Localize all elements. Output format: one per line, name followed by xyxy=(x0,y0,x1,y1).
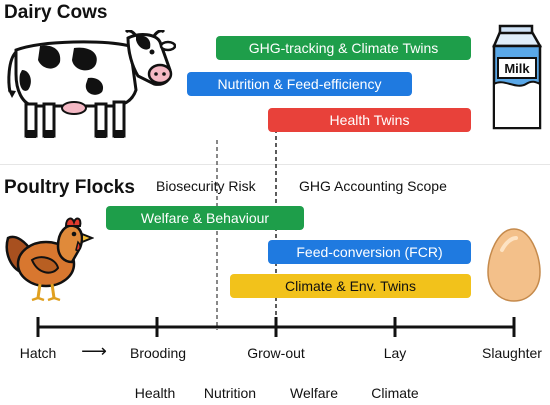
bar-feed-conversion: Feed-conversion (FCR) xyxy=(268,240,471,264)
egg-icon xyxy=(487,228,541,302)
bar-ghg-climate-twins: GHG-tracking & Climate Twins xyxy=(216,36,471,60)
milk-carton-icon: Milk xyxy=(492,24,543,130)
stage-lay: Lay xyxy=(383,345,407,361)
poultry-section-title: Poultry Flocks xyxy=(4,177,135,198)
category-climate: Climate xyxy=(371,385,419,401)
bar-welfare-behaviour: Welfare & Behaviour xyxy=(106,206,304,230)
timeline-axis xyxy=(36,317,516,337)
chicken-icon xyxy=(5,217,94,302)
section-divider xyxy=(0,164,550,165)
bar-health-twins: Health Twins xyxy=(268,108,471,132)
stage-grow-out: Grow-out xyxy=(247,345,305,361)
biosecurity-risk-note: Biosecurity Risk xyxy=(156,178,256,194)
cow-icon xyxy=(7,30,176,138)
stage-slaughter: Slaughter xyxy=(482,345,542,361)
stage-arrow: ⟶ xyxy=(81,341,107,361)
ghg-accounting-scope-note: GHG Accounting Scope xyxy=(299,178,447,194)
stage-hatch: Hatch xyxy=(19,345,57,361)
category-health: Health xyxy=(134,385,176,401)
stage-brooding: Brooding xyxy=(129,345,187,361)
bar-climate-env-twins: Climate & Env. Twins xyxy=(230,274,471,298)
milk-label: Milk xyxy=(504,61,530,76)
bar-nutrition-feed-efficiency: Nutrition & Feed-efficiency xyxy=(187,72,412,96)
dairy-section-title: Dairy Cows xyxy=(4,2,108,23)
category-welfare: Welfare xyxy=(290,385,338,401)
category-nutrition: Nutrition xyxy=(203,385,257,401)
